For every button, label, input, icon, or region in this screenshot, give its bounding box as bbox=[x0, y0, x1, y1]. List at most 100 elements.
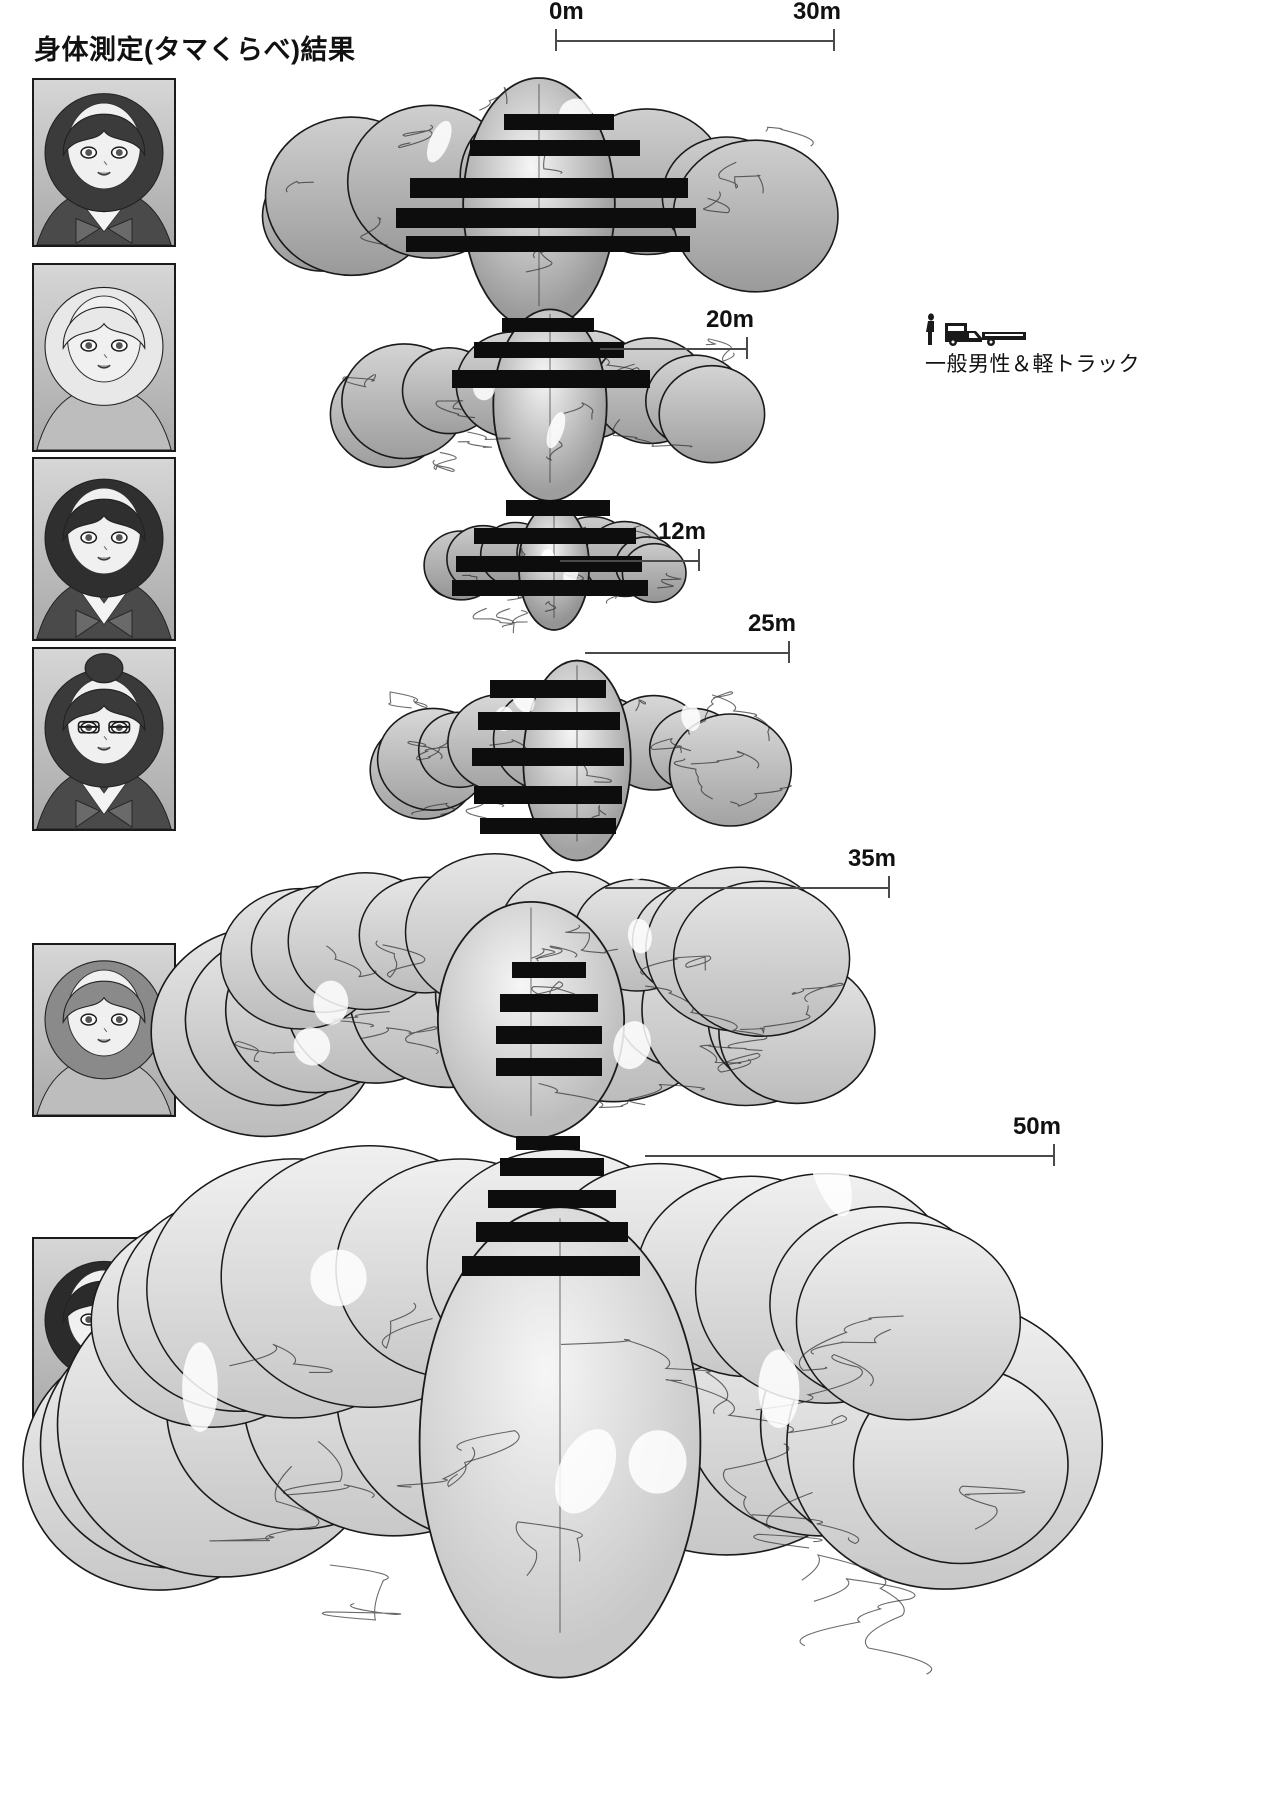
scale-rule bbox=[600, 348, 748, 350]
surface-contour bbox=[561, 1338, 729, 1415]
censor-bar bbox=[506, 500, 610, 516]
surface-contour bbox=[432, 451, 457, 473]
mass-lobe bbox=[668, 713, 793, 827]
surface-contour bbox=[512, 609, 528, 634]
specular-highlight bbox=[426, 120, 452, 163]
scale-label: 0m bbox=[549, 0, 584, 25]
surface-contour bbox=[703, 191, 730, 214]
censor-bar bbox=[462, 1256, 640, 1276]
surface-contour bbox=[640, 955, 712, 976]
surface-contour bbox=[457, 441, 493, 448]
censor-bar bbox=[504, 114, 614, 130]
portrait-5[interactable] bbox=[32, 943, 176, 1117]
portrait-hair-front bbox=[62, 113, 146, 158]
portrait-ribbon bbox=[75, 217, 133, 245]
portrait-3[interactable] bbox=[32, 457, 176, 641]
person-and-truck-icons bbox=[926, 313, 1026, 346]
portrait-nose bbox=[103, 735, 108, 741]
surface-contour bbox=[635, 699, 647, 712]
specular-highlight bbox=[681, 668, 701, 705]
surface-contour bbox=[209, 1465, 320, 1542]
portrait-1[interactable] bbox=[32, 78, 176, 247]
surface-contour bbox=[718, 161, 764, 194]
portrait-hair-front bbox=[62, 980, 146, 1025]
surface-contour bbox=[447, 1430, 520, 1488]
surface-contour bbox=[435, 400, 476, 419]
portrait-hair-bun bbox=[84, 653, 124, 684]
page-title: 身体測定(タマくらべ)結果 bbox=[34, 35, 356, 65]
surface-contour bbox=[326, 945, 377, 978]
portrait-iris bbox=[115, 1016, 123, 1024]
specular-highlight bbox=[555, 1429, 617, 1514]
subject-5 bbox=[150, 849, 876, 1150]
surface-contour bbox=[229, 1343, 333, 1373]
surface-contour bbox=[657, 572, 682, 589]
subject-2 bbox=[329, 282, 766, 510]
censor-bar bbox=[474, 786, 622, 804]
portrait-iris bbox=[85, 342, 93, 350]
portrait-nose bbox=[103, 1027, 108, 1033]
surface-contour bbox=[699, 1044, 763, 1064]
surface-contour bbox=[563, 402, 594, 420]
censor-bar bbox=[488, 1190, 616, 1208]
surface-contour bbox=[673, 758, 713, 800]
specular-highlight bbox=[621, 849, 646, 881]
scale-rule bbox=[605, 887, 890, 889]
scale-rule bbox=[555, 40, 835, 42]
censor-bar bbox=[410, 178, 688, 198]
subject-5-artwork bbox=[150, 849, 876, 1140]
portrait-hair-front bbox=[62, 498, 146, 543]
portrait-nose bbox=[103, 160, 108, 166]
portrait-hair-front bbox=[62, 306, 146, 351]
portrait-ribbon bbox=[75, 609, 133, 639]
surface-contour bbox=[285, 180, 314, 193]
censor-bar bbox=[500, 1158, 604, 1176]
surface-contour bbox=[381, 1302, 433, 1349]
censor-bar bbox=[500, 994, 598, 1012]
portrait-mouth bbox=[97, 1038, 111, 1043]
portrait-ribbon bbox=[75, 799, 133, 829]
surface-contour bbox=[605, 595, 617, 604]
portrait-1-image bbox=[34, 80, 174, 245]
portrait-2-image bbox=[34, 265, 174, 450]
surface-contour bbox=[342, 373, 377, 388]
censor-bar bbox=[396, 208, 696, 228]
reference-figure: 一般男性＆軽トラック bbox=[925, 312, 1140, 378]
surface-contour bbox=[755, 1353, 874, 1411]
surface-contour bbox=[730, 784, 792, 807]
portrait-mouth bbox=[97, 556, 111, 561]
scale-tick bbox=[888, 876, 890, 898]
censor-bar bbox=[470, 140, 640, 156]
surface-contour bbox=[388, 691, 428, 709]
portrait-glasses-lens bbox=[77, 720, 100, 734]
portrait-nose bbox=[103, 545, 108, 551]
portrait-iris bbox=[115, 534, 123, 542]
portrait-iris bbox=[85, 1016, 93, 1024]
scale-label: 25m bbox=[747, 610, 796, 637]
surface-contour bbox=[717, 1052, 761, 1073]
portrait-4-image bbox=[34, 649, 174, 829]
portrait-mouth bbox=[97, 746, 111, 751]
surface-contour bbox=[751, 1514, 860, 1545]
surface-contour bbox=[531, 948, 556, 962]
surface-contour bbox=[321, 1564, 402, 1621]
censor-bar bbox=[496, 1026, 602, 1044]
scale-label: 30m bbox=[792, 0, 841, 25]
surface-contour bbox=[467, 431, 511, 440]
portrait-hair-front bbox=[62, 688, 146, 733]
surface-contour bbox=[234, 1040, 300, 1063]
portrait-iris bbox=[85, 534, 93, 542]
portrait-3-image bbox=[34, 459, 174, 639]
specular-highlight bbox=[758, 1349, 800, 1429]
censor-bar bbox=[490, 680, 606, 698]
portrait-4[interactable] bbox=[32, 647, 176, 831]
portrait-iris bbox=[115, 149, 123, 157]
mass-lobe bbox=[672, 139, 839, 293]
surface-contour bbox=[799, 1578, 916, 1647]
scale-tick bbox=[698, 549, 700, 571]
specular-highlight bbox=[310, 1249, 367, 1307]
censor-bar bbox=[456, 556, 642, 572]
scale-rule bbox=[645, 1155, 1055, 1157]
portrait-2[interactable] bbox=[32, 263, 176, 452]
